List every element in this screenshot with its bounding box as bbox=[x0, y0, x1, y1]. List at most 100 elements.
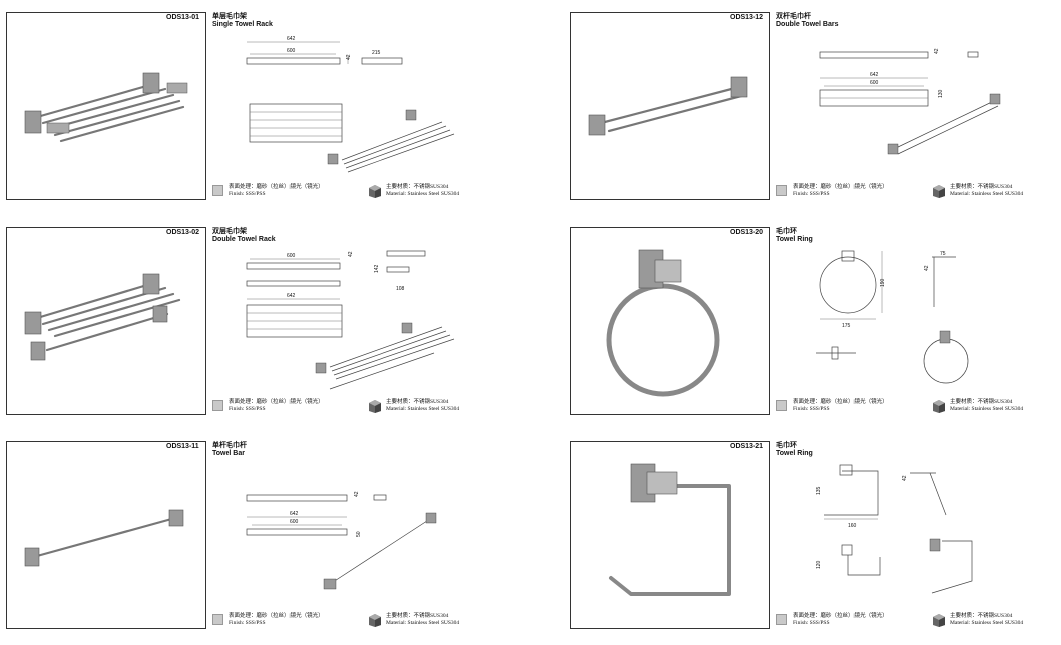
product-card: ODS13-02 双层毛巾架 Double Towel Rack 600 42 … bbox=[6, 227, 486, 419]
product-code: ODS13-20 bbox=[730, 229, 764, 236]
dim-label: 42 bbox=[934, 48, 940, 54]
product-title-en: Single Towel Rack bbox=[212, 21, 273, 28]
product-footer: 表面处理：磨砂（拉丝）|镜光（镜光）Finish: SSS/PSS 主要材质：不… bbox=[212, 399, 482, 417]
finish-text: 表面处理：磨砂（拉丝）|镜光（镜光）Finish: SSS/PSS bbox=[229, 184, 324, 197]
dim-label: 160 bbox=[848, 523, 857, 529]
product-code: ODS13-21 bbox=[730, 443, 764, 450]
product-photo bbox=[570, 12, 770, 200]
product-code: ODS13-11 bbox=[166, 443, 199, 450]
product-card: ODS13-20 毛巾环 Towel Ring 190 175 75 42 表面… bbox=[570, 227, 1050, 419]
dim-label: 42 bbox=[354, 491, 360, 497]
dim-label: 42 bbox=[348, 251, 354, 257]
dim-label: 642 bbox=[870, 72, 879, 78]
product-photo bbox=[570, 227, 770, 415]
product-photo bbox=[6, 441, 206, 629]
dim-label: 642 bbox=[290, 511, 299, 517]
product-photo bbox=[6, 227, 206, 415]
product-title: 毛巾环 Towel Ring bbox=[776, 442, 813, 458]
dim-label: 130 bbox=[938, 89, 944, 98]
product-title: 双杆毛巾杆 Double Towel Bars bbox=[776, 13, 839, 29]
dim-label: 108 bbox=[396, 286, 405, 292]
technical-drawing: 600 42 642 215 142 108 bbox=[246, 247, 455, 390]
dim-label: 215 bbox=[372, 50, 381, 56]
dim-label: 42 bbox=[346, 54, 352, 60]
product-card: ODS13-11 单杆毛巾杆 Towel Bar 42 642 600 50 表… bbox=[6, 441, 486, 633]
towel-ring-illustration bbox=[606, 249, 720, 397]
product-code: ODS13-12 bbox=[730, 14, 764, 21]
material-cube-icon bbox=[933, 185, 945, 198]
product-card: ODS13-12 双杆毛巾杆 Double Towel Bars 42 642 … bbox=[570, 12, 1050, 204]
finish-swatch bbox=[212, 400, 223, 411]
dim-label: 175 bbox=[842, 323, 851, 329]
towel-bar-illustration bbox=[24, 509, 184, 567]
product-footer: 表面处理：磨砂（拉丝）|镜光（镜光）Finish: SSS/PSS 主要材质：不… bbox=[212, 613, 482, 631]
material-cube-icon bbox=[369, 614, 381, 627]
product-footer: 表面处理：磨砂（拉丝）|镜光（镜光）Finish: SSS/PSS 主要材质：不… bbox=[776, 184, 1046, 202]
dim-label: 50 bbox=[356, 531, 362, 537]
finish-swatch bbox=[776, 400, 787, 411]
product-title-en: Towel Ring bbox=[776, 236, 813, 243]
finish-swatch bbox=[212, 185, 223, 196]
product-title-cn: 双杆毛巾杆 bbox=[776, 13, 811, 20]
technical-drawing: 42 642 600 130 bbox=[819, 48, 1001, 155]
product-card: ODS13-21 毛巾环 Towel Ring 135 160 42 120 表… bbox=[570, 441, 1050, 633]
product-footer: 表面处理：磨砂（拉丝）|镜光（镜光）Finish: SSS/PSS 主要材质：不… bbox=[776, 613, 1046, 631]
product-title: 毛巾环 Towel Ring bbox=[776, 228, 813, 244]
dim-label: 642 bbox=[287, 36, 296, 42]
towel-ring-square-illustration bbox=[609, 463, 731, 596]
technical-drawing: 42 642 600 50 bbox=[246, 491, 437, 590]
dim-label: 42 bbox=[924, 265, 930, 271]
dim-label: 120 bbox=[816, 560, 822, 569]
dim-label: 600 bbox=[290, 519, 299, 525]
material-cube-icon bbox=[933, 400, 945, 413]
technical-drawing: 135 160 42 120 bbox=[816, 464, 973, 594]
product-title-cn: 毛巾环 bbox=[776, 228, 797, 235]
dim-label: 135 bbox=[816, 486, 822, 495]
product-title-en: Double Towel Bars bbox=[776, 21, 839, 28]
product-title-cn: 单层毛巾架 bbox=[212, 13, 247, 20]
finish-text: 表面处理：磨砂（拉丝）|镜光（镜光）Finish: SSS/PSS bbox=[229, 399, 324, 412]
technical-drawing: 190 175 75 42 bbox=[816, 250, 969, 384]
dim-label: 600 bbox=[287, 48, 296, 54]
product-code: ODS13-01 bbox=[166, 14, 200, 21]
product-code: ODS13-02 bbox=[166, 229, 200, 236]
dim-label: 42 bbox=[902, 475, 908, 481]
product-title-en: Towel Bar bbox=[212, 450, 245, 457]
finish-swatch bbox=[776, 185, 787, 196]
product-photo bbox=[570, 441, 770, 629]
dim-label: 75 bbox=[940, 251, 946, 257]
product-title-cn: 毛巾环 bbox=[776, 442, 797, 449]
product-footer: 表面处理：磨砂（拉丝）|镜光（镜光）Finish: SSS/PSS 主要材质：不… bbox=[212, 184, 482, 202]
finish-text: 表面处理：磨砂（拉丝）|镜光（镜光）Finish: SSS/PSS bbox=[793, 399, 888, 412]
product-title: 双层毛巾架 Double Towel Rack bbox=[212, 228, 276, 244]
dim-label: 215 bbox=[397, 247, 406, 249]
product-title-cn: 双层毛巾架 bbox=[212, 228, 247, 235]
product-title: 单层毛巾架 Single Towel Rack bbox=[212, 13, 273, 29]
double-towel-bars-illustration bbox=[588, 76, 748, 136]
dim-label: 600 bbox=[287, 253, 296, 259]
product-title-en: Towel Ring bbox=[776, 450, 813, 457]
product-photo bbox=[6, 12, 206, 200]
material-cube-icon bbox=[369, 400, 381, 413]
dim-label: 190 bbox=[880, 278, 886, 287]
product-footer: 表面处理：磨砂（拉丝）|镜光（镜光）Finish: SSS/PSS 主要材质：不… bbox=[776, 399, 1046, 417]
finish-text: 表面处理：磨砂（拉丝）|镜光（镜光）Finish: SSS/PSS bbox=[793, 184, 888, 197]
product-title-en: Double Towel Rack bbox=[212, 236, 276, 243]
product-title-cn: 单杆毛巾杆 bbox=[212, 442, 247, 449]
product-title: 单杆毛巾杆 Towel Bar bbox=[212, 442, 247, 458]
single-towel-rack-illustration bbox=[24, 72, 188, 143]
product-card: ODS13-01 单层毛巾架 Single Towel Rack 642 600… bbox=[6, 12, 486, 204]
finish-text: 表面处理：磨砂（拉丝）|镜光（镜光）Finish: SSS/PSS bbox=[793, 613, 888, 626]
finish-swatch bbox=[212, 614, 223, 625]
technical-drawing: 642 600 42 215 bbox=[246, 36, 455, 173]
finish-swatch bbox=[776, 614, 787, 625]
material-cube-icon bbox=[933, 614, 945, 627]
dim-label: 642 bbox=[287, 293, 296, 299]
dim-label: 600 bbox=[870, 80, 879, 86]
